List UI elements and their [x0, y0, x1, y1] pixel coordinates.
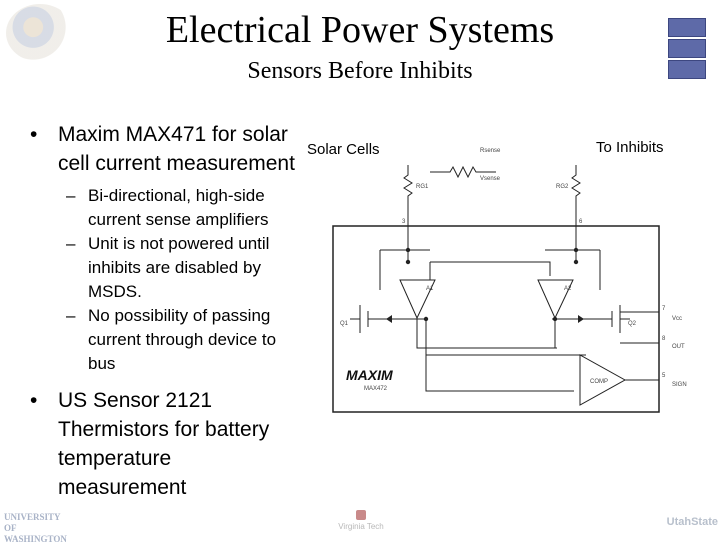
pin-3: 3 — [402, 219, 406, 225]
comparator — [579, 354, 627, 406]
pin-6: 6 — [579, 219, 583, 225]
label-rsense: Rsense — [480, 148, 501, 154]
label-comp: COMP — [590, 379, 608, 385]
sub-bullet-text: Unit is not powered until inhibits are d… — [88, 234, 270, 301]
sub-bullet-marker: – — [66, 234, 76, 253]
transistor-q2 — [611, 305, 630, 333]
sense-resistor — [430, 165, 496, 179]
footer-vt-text: Virginia Tech — [338, 522, 384, 531]
label-solar-cells: Solar Cells — [307, 141, 380, 158]
university-seal-logo — [6, 4, 74, 62]
rg2-resistor — [571, 165, 581, 226]
chip-outline — [332, 225, 660, 413]
maxim-logo: MAXIM — [346, 367, 393, 383]
nav-block — [668, 39, 706, 58]
amp-a2 — [537, 279, 574, 320]
nav-block — [668, 60, 706, 79]
footer-uw-logo: UNIVERSITY OF WASHINGTON — [4, 512, 67, 544]
rg1-resistor — [403, 165, 413, 226]
transistor-q1 — [350, 305, 369, 333]
slide-subtitle: Sensors Before Inhibits — [247, 58, 473, 84]
label-vsense: Vsense — [480, 176, 501, 182]
bullet-item: • US Sensor 2121 Thermistors for battery… — [30, 386, 300, 502]
sub-bullet-item: – Bi-directional, high-side current sens… — [58, 184, 300, 232]
max471-schematic: Rsense Vsense RG1 RG2 3 6 7 8 5 A1 A2 Q1… — [332, 148, 687, 413]
footer-usu-logo: UtahState — [666, 516, 718, 528]
sub-bullet-text: Bi-directional, high-side current sense … — [88, 186, 269, 229]
pin-7: 7 — [662, 306, 666, 312]
label-to-inhibits: To Inhibits — [596, 139, 664, 156]
label-vcc: Vcc — [672, 316, 682, 322]
bullet-marker: • — [30, 389, 38, 412]
nav-block — [668, 18, 706, 37]
slide-title: Electrical Power Systems — [165, 9, 555, 51]
diode-d1 — [386, 315, 392, 323]
label-a2: A2 — [564, 286, 572, 292]
pin-5: 5 — [662, 373, 666, 379]
label-q2: Q2 — [628, 321, 637, 327]
vt-mark-icon — [356, 510, 366, 520]
sub-bullet-text: No possibility of passing current throug… — [88, 306, 277, 373]
bullet-marker: • — [30, 123, 38, 146]
bullet-text: Maxim MAX471 for solar cell current meas… — [58, 123, 295, 175]
label-sign: SIGN — [672, 382, 687, 388]
sub-bullet-marker: – — [66, 186, 76, 205]
diode-d2 — [578, 315, 584, 323]
sub-bullet-marker: – — [66, 306, 76, 325]
bullet-text: US Sensor 2121 Thermistors for battery t… — [58, 389, 270, 499]
amp-a1 — [399, 279, 436, 320]
slide-nav-blocks — [668, 18, 706, 81]
bullet-item: • Maxim MAX471 for solar cell current me… — [30, 120, 300, 376]
footer-vt-logo: Virginia Tech — [336, 510, 386, 531]
label-rg1: RG1 — [416, 184, 429, 190]
sub-bullet-item: – No possibility of passing current thro… — [58, 304, 300, 376]
label-q1: Q1 — [340, 321, 349, 327]
pin-8: 8 — [662, 336, 666, 342]
label-a1: A1 — [426, 286, 434, 292]
sub-bullet-item: – Unit is not powered until inhibits are… — [58, 232, 300, 304]
bullet-list: • Maxim MAX471 for solar cell current me… — [30, 120, 300, 502]
sub-bullet-list: – Bi-directional, high-side current sens… — [58, 184, 300, 376]
label-part-number: MAX472 — [364, 386, 388, 392]
label-out: OUT — [672, 344, 685, 350]
label-rg2: RG2 — [556, 184, 569, 190]
